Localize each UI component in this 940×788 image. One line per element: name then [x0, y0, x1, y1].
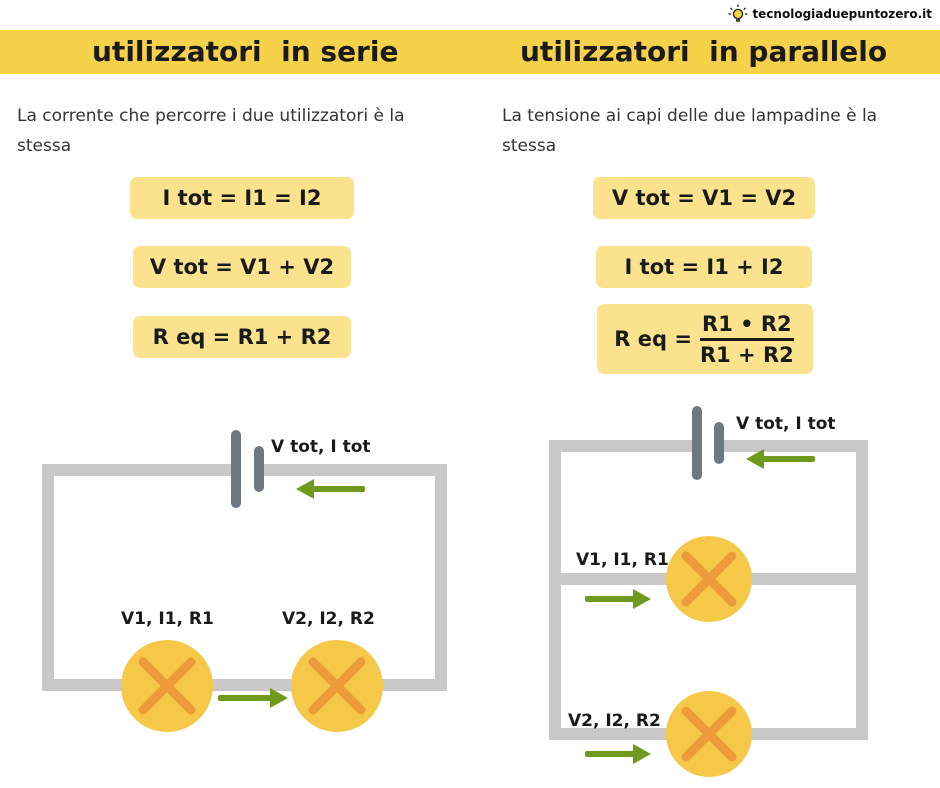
series-description: La corrente che percorre i due utilizzat…	[17, 106, 405, 156]
series-title: utilizzatori in serie	[92, 35, 399, 68]
parallel-source-label: V tot, I tot	[736, 414, 836, 434]
parallel-voltage-formula: V tot = V1 = V2	[593, 177, 815, 219]
parallel-branch1-arrow	[585, 589, 651, 609]
parallel-lamp2-label: V2, I2, R2	[568, 711, 661, 731]
parallel-circuit: V tot, I tot V1, I1, R1 V2, I2, R2	[549, 406, 868, 777]
resistance-fraction: R1 • R2 R1 + R2	[698, 312, 796, 367]
series-current-formula: I tot = I1 = I2	[130, 177, 354, 219]
fraction-denominator: R1 + R2	[699, 342, 794, 367]
resistance-prefix: R eq =	[614, 327, 692, 351]
brand-text[interactable]: tecnologiaduepuntozero.it	[752, 7, 932, 21]
series-circuit: V tot, I tot V1, I1, R1 V2, I2, R2	[42, 430, 447, 732]
series-resistance-formula: R eq = R1 + R2	[133, 316, 351, 358]
parallel-current-formula: I tot = I1 + I2	[596, 246, 812, 288]
parallel-resistance-formula: R eq = R1 • R2 R1 + R2	[597, 304, 813, 374]
series-voltage-formula: V tot = V1 + V2	[133, 246, 351, 288]
parallel-lamp-2	[666, 691, 752, 777]
series-lamp-1	[121, 640, 213, 732]
parallel-lamp-1	[666, 536, 752, 622]
parallel-lamp1-label: V1, I1, R1	[576, 550, 669, 570]
series-lamp2-label: V2, I2, R2	[282, 609, 375, 629]
series-battery	[231, 430, 264, 508]
fraction-numerator: R1 • R2	[700, 312, 794, 341]
series-current-arrow	[218, 688, 288, 708]
series-source-arrow	[296, 479, 365, 499]
parallel-source-arrow	[746, 449, 815, 469]
parallel-title: utilizzatori in parallelo	[520, 35, 888, 68]
parallel-description: La tensione ai capi delle due lampadine …	[502, 106, 878, 156]
series-lamp1-label: V1, I1, R1	[121, 609, 214, 629]
series-source-label: V tot, I tot	[271, 437, 371, 457]
brand: tecnologiaduepuntozero.it	[728, 4, 932, 24]
parallel-battery	[692, 406, 724, 480]
series-wires	[42, 464, 447, 691]
header-band	[0, 30, 940, 74]
series-lamp-2	[291, 640, 383, 732]
parallel-branch2-arrow	[585, 744, 651, 764]
lightbulb-icon	[728, 4, 748, 22]
